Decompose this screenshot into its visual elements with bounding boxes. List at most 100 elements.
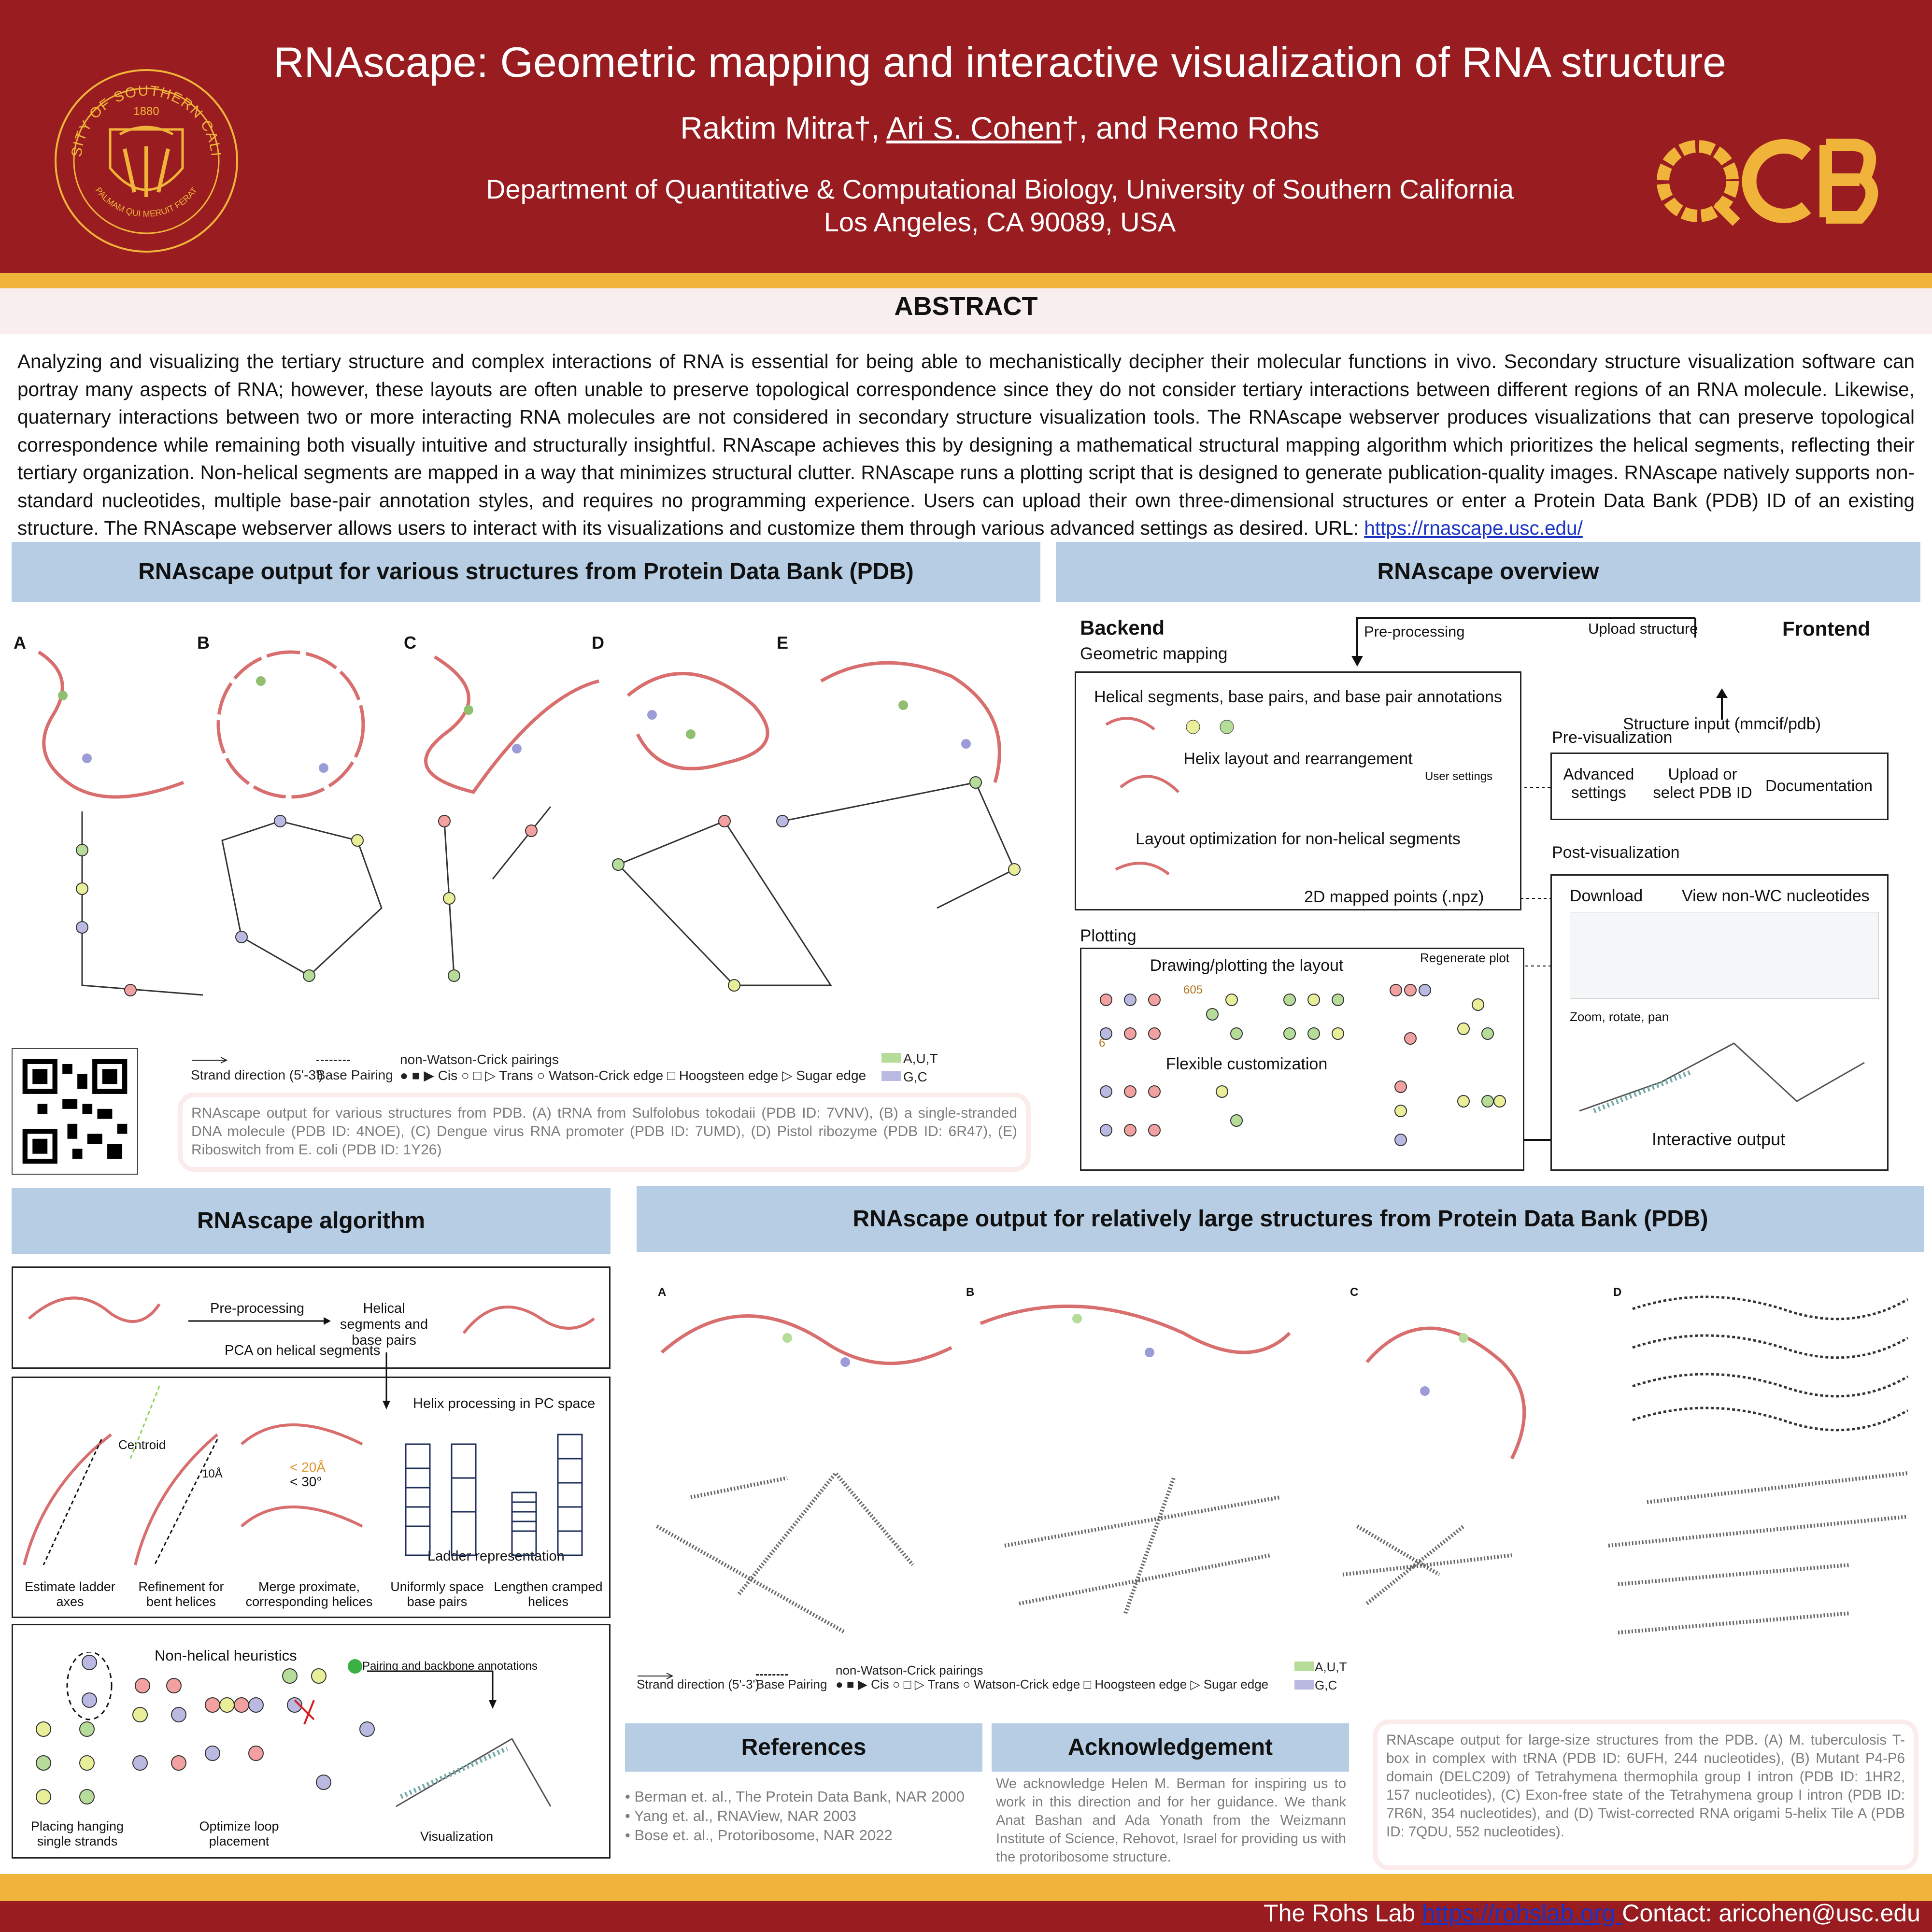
abstract-band (0, 288, 1932, 334)
layout-opt-text: Layout optimization for non-helical segm… (1136, 830, 1461, 848)
algo-helix-proc: Helix processing in PC space (413, 1396, 596, 1411)
algo-preprocessing-box (12, 1266, 611, 1369)
algo-step-3: Merge proximate, corresponding helices (245, 1579, 373, 1609)
algo-nonhelical: Non-helical heuristics (155, 1647, 297, 1664)
algo-centroid: Centroid (118, 1437, 166, 1452)
large-legend-wc: Watson-Crick edge (974, 1677, 1080, 1691)
large-label-a: A (658, 1286, 667, 1299)
rna-3d-e (820, 661, 1001, 783)
large-legend-au: A,U,T (1315, 1660, 1347, 1674)
city: Los Angeles, CA 90089, USA (824, 207, 1176, 237)
flow-arrow-pre (1356, 617, 1695, 657)
algorithm-heading: RNAscape algorithm (12, 1188, 611, 1254)
large-legend-base: Base Pairing (756, 1677, 827, 1691)
download-button[interactable]: Download (1570, 887, 1643, 905)
algo-step-1: Estimate ladder axes (25, 1579, 115, 1609)
large-2d-d (1647, 1471, 1908, 1504)
qr-code-icon (22, 1059, 128, 1164)
rohslab-link[interactable]: https://rohslab.org (1422, 1900, 1622, 1927)
pdb-label-e: E (777, 633, 789, 653)
algo-lt30: < 30° (290, 1474, 322, 1489)
rnascape-url-link[interactable]: https://rnascape.usc.edu/ (1364, 517, 1583, 539)
algo-visualization: Visualization (420, 1829, 494, 1844)
num-605: 605 (1183, 983, 1203, 996)
qcb-logo (1657, 139, 1878, 226)
large-legend-sugar: Sugar edge (1203, 1677, 1269, 1691)
plotting-examples (1100, 984, 1506, 1146)
regenerate-label: Regenerate plot (1420, 951, 1510, 965)
interactive-output-text: Interactive output (1652, 1129, 1786, 1149)
documentation-button[interactable]: Documentation (1765, 777, 1873, 795)
base-pair-dash-icon (316, 1060, 350, 1061)
author-rohs: , and Remo Rohs (1079, 111, 1320, 145)
rna-2d-a (81, 811, 203, 996)
pdb-label-b: B (197, 633, 210, 653)
large-3d-b (980, 1304, 1291, 1354)
strand-arrow-icon (192, 1057, 228, 1064)
algo-lt20: < 20Å (290, 1460, 326, 1475)
reference-item: • Berman et. al., The Protein Data Bank,… (625, 1788, 965, 1805)
legend-hoog: Hoogsteen edge (679, 1068, 779, 1083)
legend-nonwc: non-Watson-Crick pairings (400, 1052, 559, 1067)
large-structures-figure (656, 1295, 1909, 1634)
legend-cis: Cis (438, 1068, 458, 1083)
previs-label: Pre-visualization (1552, 728, 1673, 747)
au-swatch (881, 1053, 901, 1063)
usc-seal-logo: UNIVERSITY OF SOUTHERN CALIFORNIA PALMAM… (52, 67, 238, 253)
postvis-label: Post-visualization (1552, 843, 1680, 862)
large-label-b: B (966, 1286, 975, 1299)
preprocessing-label: Pre-processing (1364, 623, 1465, 640)
reference-item: • Yang et. al., RNAView, NAR 2003 (625, 1807, 856, 1824)
rna-2d-d (617, 820, 832, 986)
seal-year: 1880 (133, 105, 159, 118)
abstract-text: Analyzing and visualizing the tertiary s… (17, 348, 1915, 542)
geometric-mapping-box (1075, 671, 1521, 910)
overview-heading: RNAscape overview (1056, 542, 1920, 602)
algo-optimize: Optimize loop placement (199, 1819, 279, 1848)
view-nonwc-button[interactable]: View non-WC nucleotides (1682, 887, 1870, 905)
rna-3d-b (216, 650, 365, 799)
large-label-d: D (1613, 1286, 1622, 1299)
large-legend-cis: Cis (871, 1677, 889, 1691)
num-6: 6 (1099, 1037, 1106, 1050)
algo-10a: 10Å (202, 1467, 223, 1480)
helical-segments-text: Helical segments, base pairs, and base p… (1094, 688, 1502, 706)
algo-step-2: Refinement for bent helices (138, 1579, 224, 1609)
upload-select-button[interactable]: Upload or select PDB ID (1653, 765, 1752, 801)
footer-banner (0, 1901, 1932, 1932)
large-2d-b (1004, 1495, 1280, 1548)
qr-code[interactable] (12, 1048, 138, 1175)
upload-structure-label: Upload structure (1588, 620, 1698, 637)
zoom-label: Zoom, rotate, pan (1570, 1009, 1669, 1024)
footer-contact: Contact: aricohen@usc.edu (1622, 1900, 1920, 1927)
large-3d-c (1365, 1326, 1526, 1460)
algo-pca: PCA on helical segments (225, 1343, 381, 1358)
algo-preproc-label: Pre-processing (210, 1301, 305, 1316)
nonhelical-examples (36, 1652, 552, 1807)
author-cohen-mark: † (1061, 111, 1079, 145)
department: Department of Quantitative & Computation… (485, 174, 1514, 204)
author-mitra: Raktim Mitra†, (680, 111, 887, 145)
interactive-preview (1579, 1042, 1865, 1113)
algo-ladder: Ladder representation (427, 1548, 565, 1564)
overview-mini-figures (1105, 717, 1234, 876)
large-2d-a (656, 1524, 846, 1634)
algo-nonhelical-box (12, 1624, 611, 1859)
pdb-structures-figure (38, 650, 1021, 996)
helix-layout-text: Helix layout and rearrangement (1183, 750, 1413, 768)
legend-strand: Strand direction (5'-3') (191, 1067, 323, 1082)
algorithm-figures (23, 1296, 595, 1565)
affiliation: Department of Quantitative & Computation… (0, 173, 1932, 239)
large-caption: RNAscape output for large-size structure… (1373, 1719, 1918, 1870)
user-settings-label: User settings (1425, 770, 1493, 783)
algo-step-4: Uniformly space base pairs (390, 1579, 484, 1609)
geometric-mapping-label: Geometric mapping (1080, 644, 1228, 663)
large-2d-c (1342, 1553, 1512, 1577)
backend-label: Backend (1080, 616, 1165, 639)
pdb-heading: RNAscape output for various structures f… (12, 542, 1040, 602)
plotting-box (1080, 948, 1524, 1171)
advanced-settings-button[interactable]: Advanced settings (1563, 765, 1634, 801)
footer-lab: The Rohs Lab (1264, 1900, 1422, 1927)
poster-title: RNAscape: Geometric mapping and interact… (273, 38, 1727, 86)
ack-heading: Acknowledgement (992, 1723, 1349, 1772)
